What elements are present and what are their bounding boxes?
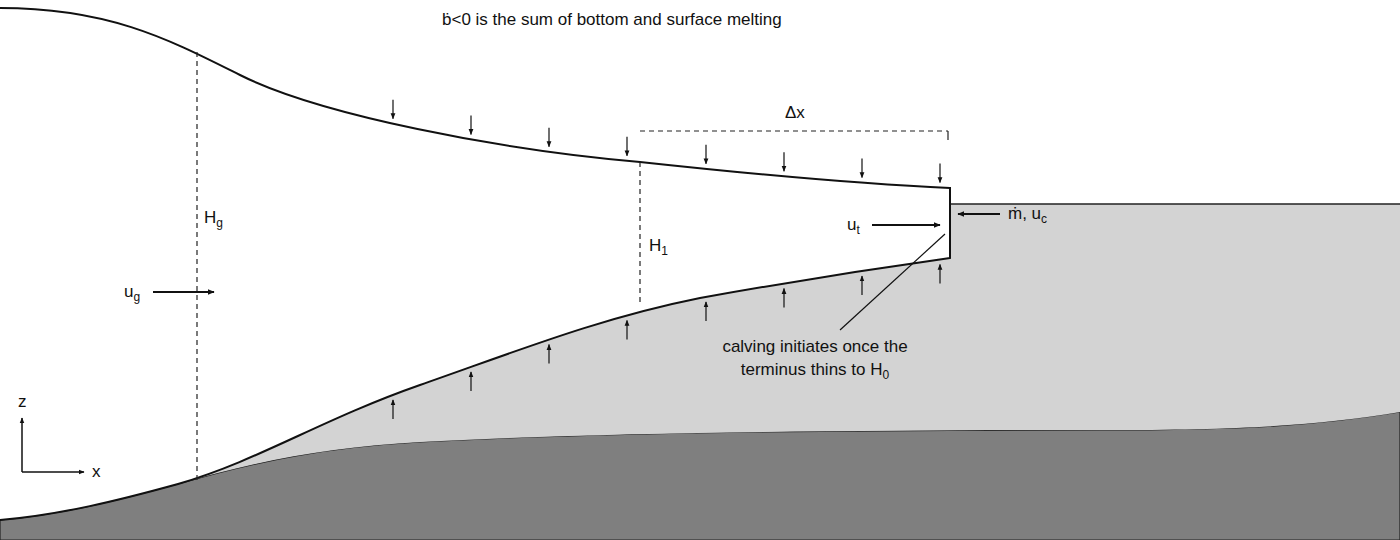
- basal-melt-arrow: [548, 345, 549, 364]
- basal-melt-arrow: [705, 302, 706, 321]
- uc-arrow: [958, 213, 1000, 215]
- ice-base-guide: [178, 258, 950, 484]
- ut-label: ut: [847, 214, 860, 237]
- ice-surface-guide: [0, 8, 950, 188]
- melt-note: ḃ<0 is the sum of bottom and surface mel…: [442, 9, 782, 32]
- x-axis: [22, 471, 84, 473]
- hg-dashed-line: [196, 52, 197, 480]
- ut-arrow: [872, 224, 940, 226]
- basal-melt-arrow: [392, 400, 393, 419]
- basal-melt-arrow: [939, 264, 940, 283]
- h1-label: H1: [649, 235, 668, 258]
- surface-melt-arrow: [548, 128, 549, 147]
- ug-label: ug: [124, 281, 140, 304]
- leader-line: [840, 234, 945, 330]
- basal-melt-arrow: [626, 320, 627, 339]
- x-axis-label: x: [92, 461, 101, 484]
- hg-label: Hg: [204, 207, 223, 230]
- surface-melt-arrow: [939, 164, 940, 183]
- surface-melt-arrow: [861, 159, 862, 178]
- melt-arrows: [393, 100, 940, 419]
- ug-arrow: [153, 291, 214, 293]
- basal-melt-arrow: [470, 372, 471, 391]
- surface-melt-arrow: [392, 100, 393, 119]
- surface-melt-arrow: [783, 152, 784, 171]
- z-axis-label: z: [18, 391, 27, 414]
- h1-dashed-line: [639, 162, 640, 305]
- dx-tick: [947, 131, 948, 140]
- surface-melt-arrow: [705, 145, 706, 164]
- surface-melt-arrow: [470, 115, 471, 134]
- dx-dashed-line: [640, 130, 948, 131]
- basal-melt-arrow: [783, 289, 784, 308]
- calving-rate-label: ṁ, uc: [1008, 203, 1047, 226]
- surface-melt-arrow: [626, 137, 627, 156]
- z-axis: [21, 418, 23, 472]
- calving-note: calving initiates once the terminus thin…: [699, 336, 931, 382]
- basal-melt-arrow: [861, 276, 862, 295]
- glacier-ice: [0, 8, 950, 520]
- dx-label: Δx: [785, 102, 805, 125]
